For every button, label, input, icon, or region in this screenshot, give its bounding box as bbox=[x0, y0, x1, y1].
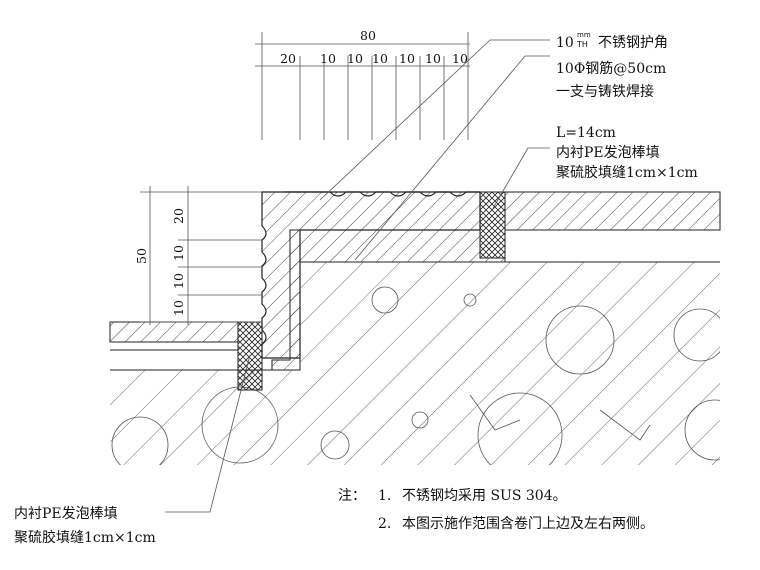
dim-top-part: 10 bbox=[399, 51, 415, 66]
dim-left-total: 50 bbox=[134, 248, 149, 264]
lower-pavement-slab bbox=[109, 321, 239, 371]
upper-pavement-slab bbox=[300, 191, 721, 263]
dim-left-part: 20 bbox=[171, 208, 186, 224]
note-number: 1. bbox=[378, 488, 391, 504]
top-dimension-chain: 80 20 10 10 10 10 10 10 bbox=[255, 28, 470, 140]
joint-left-line1: 内衬PE发泡棒填 bbox=[14, 506, 118, 522]
dim-left-part: 10 bbox=[171, 245, 186, 261]
joint-right-line1: 内衬PE发泡棒填 bbox=[556, 145, 660, 161]
dim-top-part: 10 bbox=[452, 51, 468, 66]
note-text: 不锈钢均采用 SUS 304。 bbox=[402, 488, 567, 504]
dim-top-part: 20 bbox=[280, 51, 296, 66]
corner-unit-top: mm bbox=[577, 31, 591, 39]
rebar-weld-note: 一支与铸铁焊接 bbox=[556, 83, 654, 100]
corner-unit-bottom: TH bbox=[576, 40, 588, 49]
dim-left-part: 10 bbox=[171, 273, 186, 289]
notes: 注： 1. 不锈钢均采用 SUS 304。 2. 本图示施作范围含卷门上边及左右… bbox=[338, 488, 654, 532]
note-text: 本图示施作范围含卷门上边及左右两侧。 bbox=[402, 515, 654, 532]
dim-top-part: 10 bbox=[320, 51, 336, 66]
left-dimension-chain: 50 20 10 10 10 bbox=[134, 186, 262, 325]
joint-right-line2: 聚硫胶填缝1cm×1cm bbox=[556, 164, 698, 181]
note-number: 2. bbox=[378, 516, 391, 532]
stainless-corner-guard bbox=[261, 191, 481, 359]
dim-top-part: 10 bbox=[372, 51, 388, 66]
leader-lines bbox=[165, 39, 550, 513]
joint-length: L=14cm bbox=[556, 125, 616, 141]
callout-joint-right: L=14cm 内衬PE发泡棒填 聚硫胶填缝1cm×1cm bbox=[556, 125, 698, 181]
joint-left-line2: 聚硫胶填缝1cm×1cm bbox=[14, 529, 156, 546]
callout-joint-left: 内衬PE发泡棒填 聚硫胶填缝1cm×1cm bbox=[14, 506, 156, 546]
concrete-substrate bbox=[110, 262, 720, 465]
joint-sealant-right bbox=[479, 191, 506, 259]
dim-top-total: 80 bbox=[360, 28, 376, 43]
callout-corner-guard: 10 mm TH 不锈钢护角 bbox=[556, 31, 668, 51]
notes-prefix: 注： bbox=[338, 488, 366, 504]
corner-guard-label: 不锈钢护角 bbox=[598, 35, 668, 51]
dim-top-part: 10 bbox=[347, 51, 363, 66]
rebar-spec: 10Φ钢筋@50cm bbox=[556, 60, 666, 77]
dim-left-part: 10 bbox=[171, 300, 186, 316]
callout-rebar: 10Φ钢筋@50cm 一支与铸铁焊接 bbox=[556, 60, 666, 100]
dim-top-part: 10 bbox=[425, 51, 441, 66]
corner-thickness: 10 bbox=[556, 35, 574, 51]
